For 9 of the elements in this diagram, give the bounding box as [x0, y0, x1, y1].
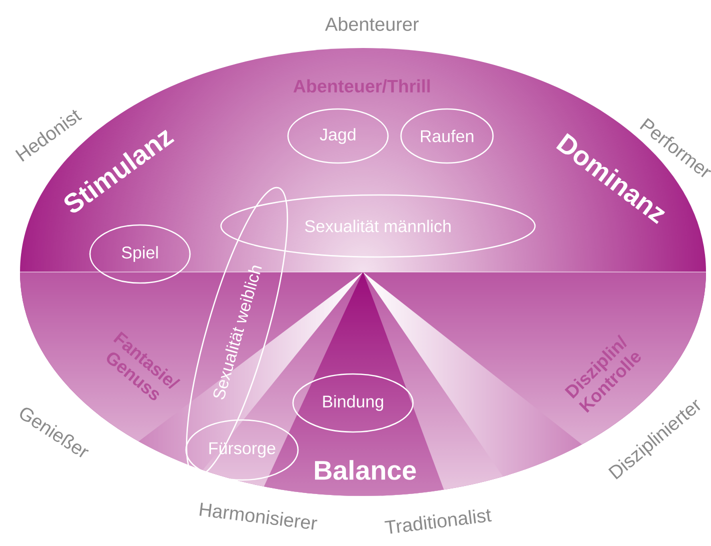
type-label: Abenteurer [325, 17, 419, 31]
segment-label: Balance [315, 460, 416, 480]
oval: Bindung [292, 373, 414, 433]
type-label: Harmonisierer [200, 502, 318, 530]
oval: Raufen [400, 108, 494, 164]
oval: Jagd [287, 108, 389, 164]
oval: Spiel [89, 224, 191, 284]
type-label: Traditionalist [384, 509, 492, 534]
oval: Sexualität männlich [220, 194, 536, 258]
